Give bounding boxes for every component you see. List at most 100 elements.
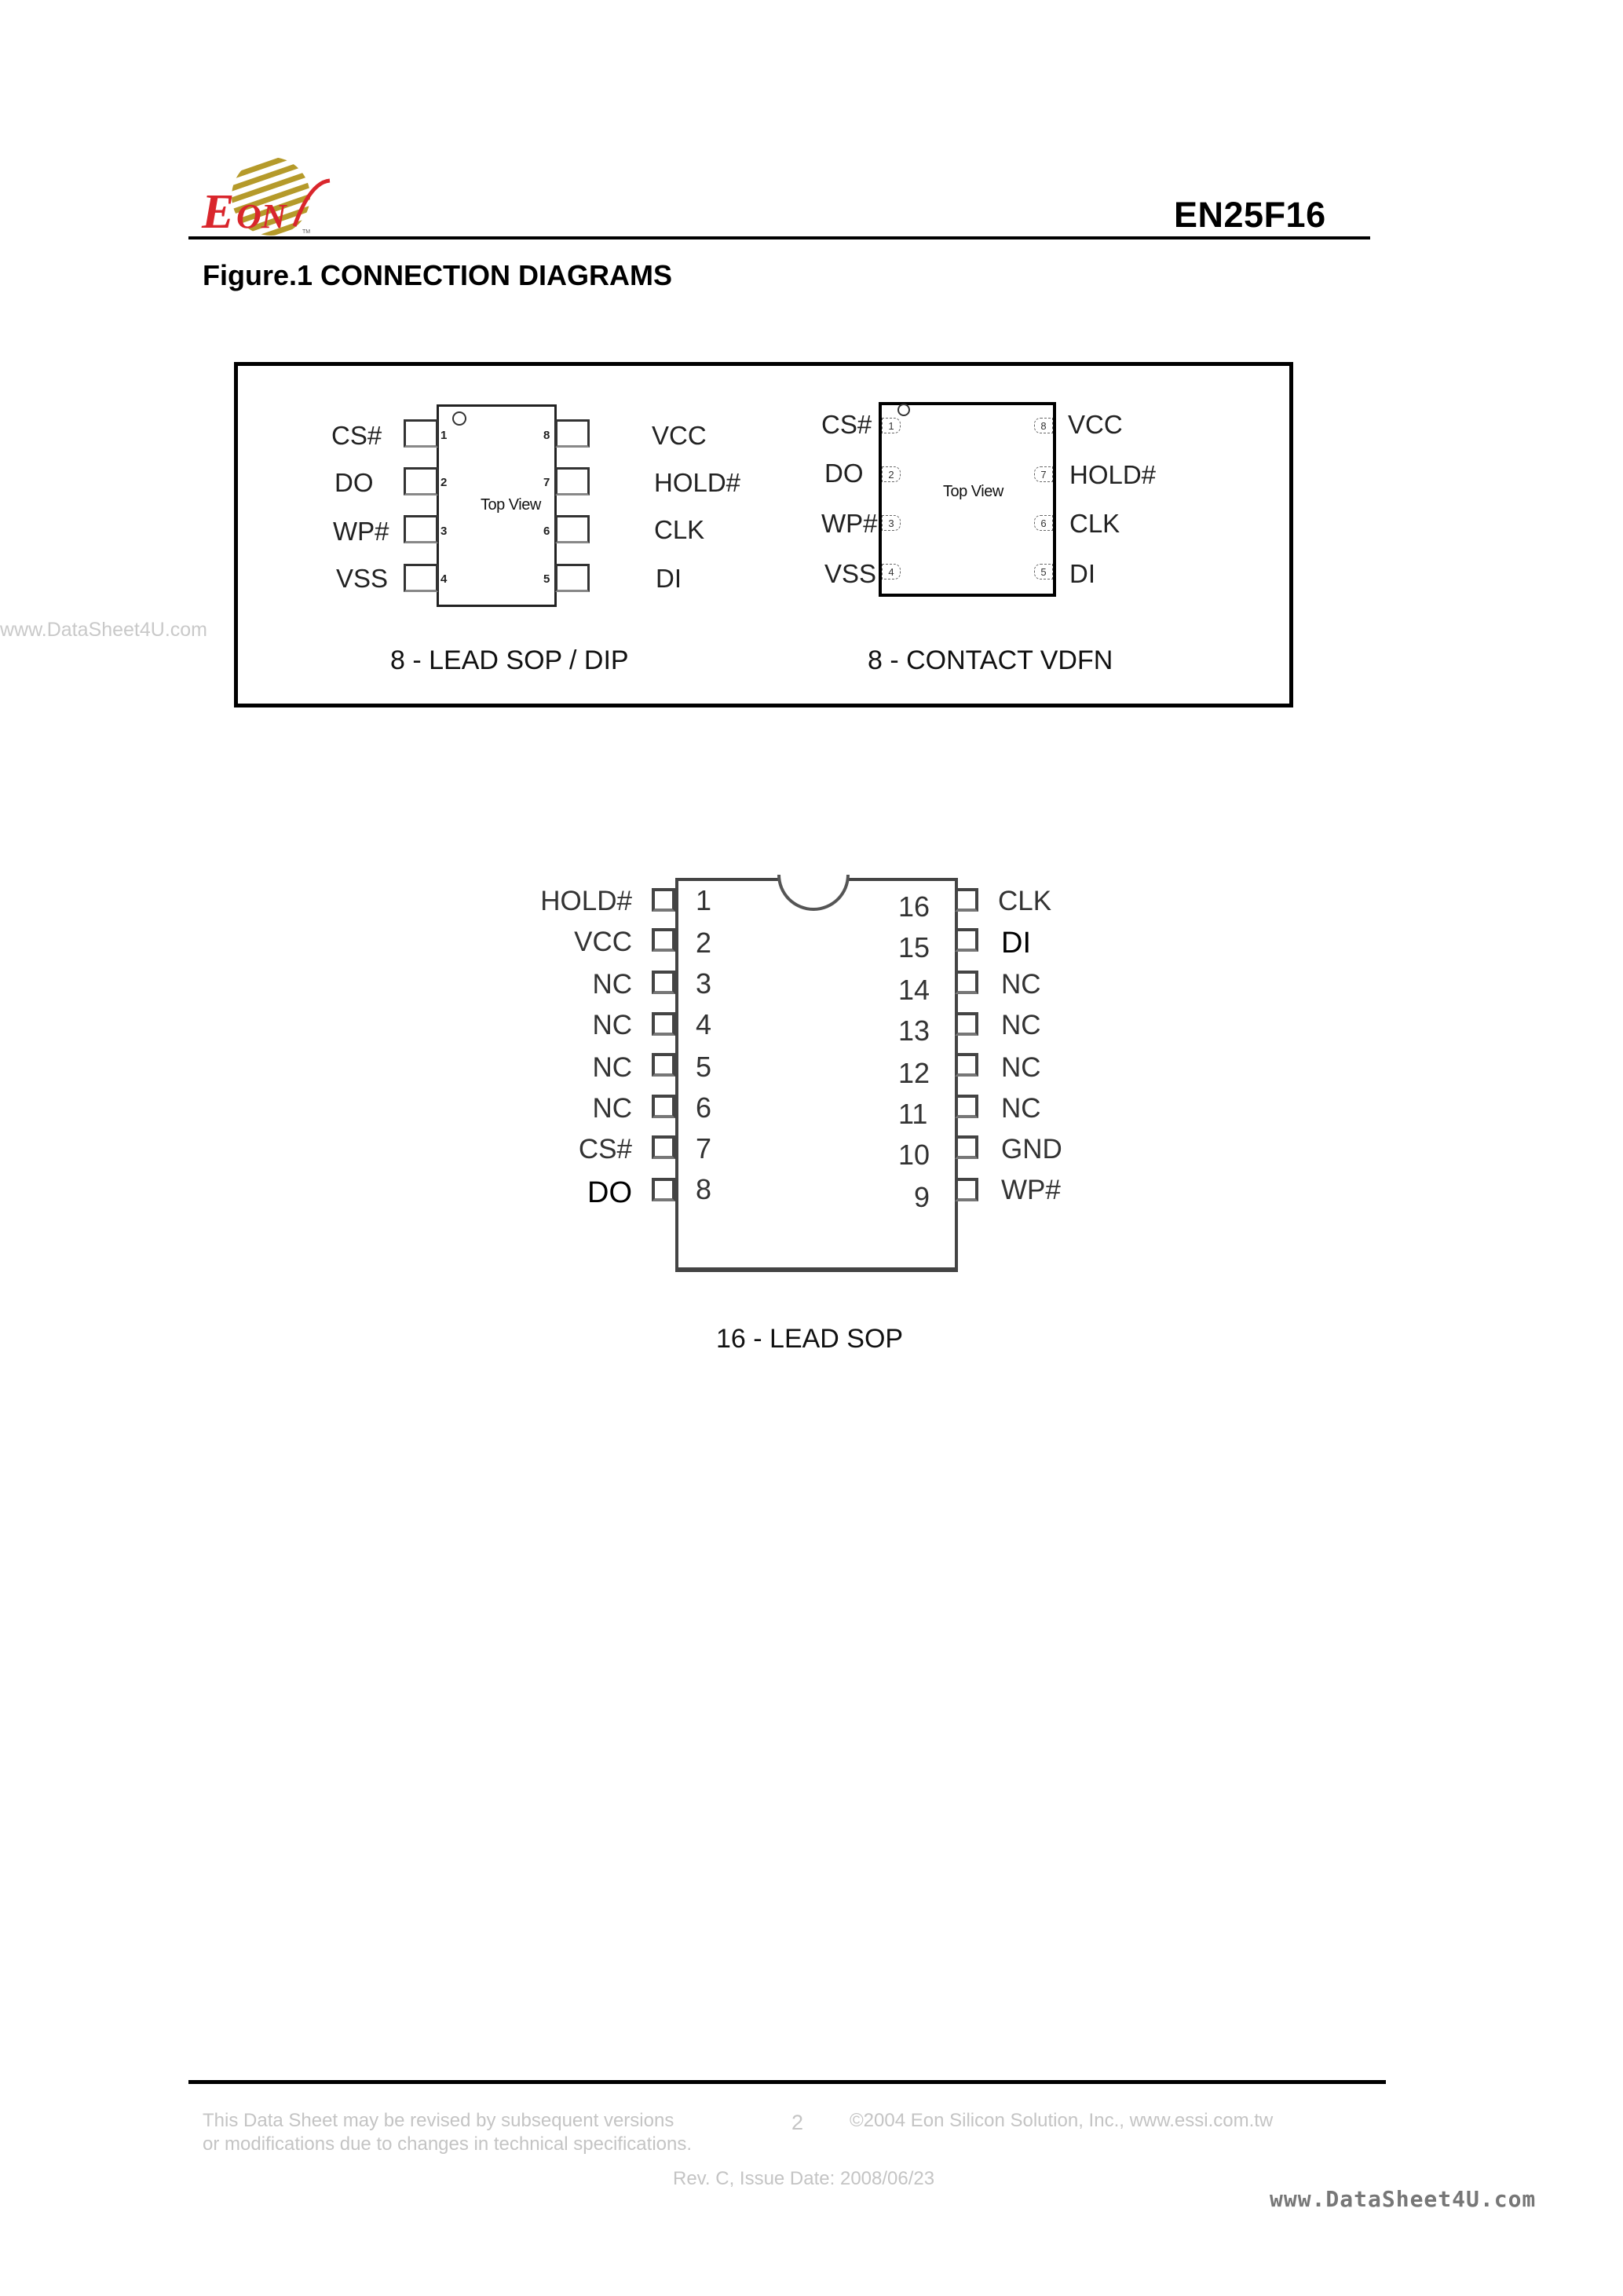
vdfn8-pin-label: HOLD# (1069, 460, 1157, 489)
vdfn8-pad-2: 2 (882, 466, 901, 482)
sop16-pin-label: NC (592, 969, 632, 1000)
footer-disclaimer-line1: This Data Sheet may be revised by subseq… (203, 2110, 674, 2131)
sop16-lead-8 (652, 1178, 675, 1201)
vdfn8-chip-body (879, 402, 1056, 597)
vdfn8-caption: 8 - CONTACT VDFN (868, 645, 1113, 675)
sop8-pin-label: CS# (331, 421, 382, 450)
sop16-lead-4 (652, 1012, 675, 1036)
sop8-pin-num: 7 (543, 476, 550, 489)
vdfn8-pad-1: 1 (882, 418, 901, 433)
sop16-pin-num: 4 (696, 1008, 712, 1040)
sop16-pin-label: NC (1001, 1052, 1041, 1083)
sop8-pin-num: 4 (440, 572, 448, 586)
vdfn8-pad-7: 7 (1034, 466, 1053, 482)
sop16-pin-num: 6 (696, 1091, 712, 1124)
sop16-lead-16 (955, 888, 978, 912)
sop16-lead-10 (955, 1135, 978, 1159)
watermark-bottom-right: www.DataSheet4U.com (1270, 2186, 1537, 2212)
connection-diagram-box (234, 362, 1293, 707)
sop16-pin-num: 16 (898, 890, 930, 923)
footer-disclaimer-line2: or modifications due to changes in techn… (203, 2133, 693, 2155)
sop16-caption: 16 - LEAD SOP (716, 1324, 904, 1354)
vdfn8-pin-label: DI (1069, 559, 1095, 588)
vdfn8-pin-label: WP# (821, 509, 878, 538)
sop8-pin-num: 8 (543, 429, 550, 442)
vdfn8-pad-3: 3 (882, 515, 901, 531)
sop8-top-view-label: Top View (481, 496, 541, 514)
sop16-pin-num: 11 (898, 1098, 928, 1130)
vdfn8-pin-label: CS# (821, 410, 872, 439)
document-title: EN25F16 (1174, 195, 1326, 235)
sop8-pin-num: 2 (440, 476, 448, 489)
sop16-pin-num: 3 (696, 967, 712, 1000)
sop8-pin-label: VSS (336, 564, 389, 593)
vdfn8-pad-6: 6 (1034, 515, 1053, 531)
sop16-pin-num: 10 (898, 1139, 930, 1171)
sop16-lead-6 (652, 1095, 675, 1118)
vdfn8-pad-5: 5 (1034, 564, 1053, 579)
footer-divider (188, 2080, 1386, 2084)
sop16-lead-12 (955, 1053, 978, 1077)
sop16-lead-9 (955, 1178, 978, 1201)
figure-title: Figure.1 CONNECTION DIAGRAMS (203, 259, 673, 291)
sop16-pin-label: DO (587, 1176, 632, 1209)
sop16-pin-num: 12 (898, 1057, 930, 1089)
page-number: 2 (791, 2111, 804, 2134)
sop8-chip-body (437, 404, 557, 607)
sop16-pin-label: NC (592, 1010, 632, 1040)
sop8-pin-num: 3 (440, 525, 448, 538)
vdfn8-pin-label: VSS (824, 559, 877, 588)
sop8-pin-label: WP# (333, 517, 389, 546)
vdfn8-pin-label: VCC (1068, 410, 1123, 439)
footer-revision: Rev. C, Issue Date: 2008/06/23 (673, 2168, 935, 2189)
sop16-pin-label: NC (592, 1052, 632, 1083)
sop16-pin-num: 13 (898, 1015, 930, 1047)
sop16-pin-num: 9 (914, 1181, 930, 1213)
sop16-lead-14 (955, 971, 978, 994)
vdfn8-pad-4: 4 (882, 564, 901, 579)
sop16-pin-label: DI (1001, 927, 1031, 960)
sop16-pin-label: NC (592, 1093, 632, 1124)
sop16-lead-7 (652, 1135, 675, 1159)
sop16-pin-num: 5 (696, 1051, 712, 1083)
sop16-pin-num: 14 (898, 974, 930, 1006)
sop16-pin-label: CS# (578, 1134, 632, 1164)
sop16-pin-label: CLK (998, 886, 1052, 916)
sop16-lead-3 (652, 971, 675, 994)
sop8-pin-label: DI (656, 564, 682, 593)
eon-logo: E ON TM (200, 151, 334, 239)
sop16-pin-label: GND (1001, 1134, 1062, 1164)
sop8-lead-1 (404, 419, 438, 448)
sop8-pin-label: DO (334, 468, 374, 497)
eon-logo-icon: E ON TM (201, 157, 331, 239)
sop16-pin-label: NC (1001, 1093, 1041, 1124)
sop8-lead-5 (555, 564, 590, 592)
pin1-marker-icon (452, 411, 466, 426)
header-divider (188, 236, 1370, 239)
sop8-pin-num: 1 (440, 429, 448, 442)
sop16-pin-label: WP# (1001, 1175, 1061, 1205)
sop16-chip-body (675, 878, 958, 1272)
footer-copyright: ©2004 Eon Silicon Solution, Inc., www.es… (850, 2110, 1274, 2131)
sop8-caption: 8 - LEAD SOP / DIP (390, 645, 629, 675)
sop8-pin-label: HOLD# (654, 468, 741, 497)
vdfn8-top-view-label: Top View (943, 483, 1003, 500)
sop8-pin-num: 6 (543, 525, 550, 538)
sop8-pin-num: 5 (543, 572, 550, 586)
sop16-pin-label: VCC (574, 927, 632, 957)
svg-text:TM: TM (302, 229, 310, 235)
pin1-marker-icon (897, 404, 910, 416)
vdfn8-pin-label: DO (824, 459, 864, 488)
svg-text:ON: ON (236, 197, 288, 236)
sop16-pin-num: 1 (696, 884, 712, 916)
sop8-lead-8 (555, 419, 590, 448)
sop16-pin-num: 8 (696, 1173, 712, 1205)
sop16-lead-1 (652, 888, 675, 912)
vdfn8-pad-8: 8 (1034, 418, 1053, 433)
sop8-lead-7 (555, 467, 590, 495)
sop16-lead-5 (652, 1053, 675, 1077)
sop16-pin-label: HOLD# (540, 886, 632, 916)
sop16-pin-num: 15 (898, 931, 930, 963)
sop8-lead-2 (404, 467, 438, 495)
vdfn8-pin-label: CLK (1069, 509, 1120, 538)
